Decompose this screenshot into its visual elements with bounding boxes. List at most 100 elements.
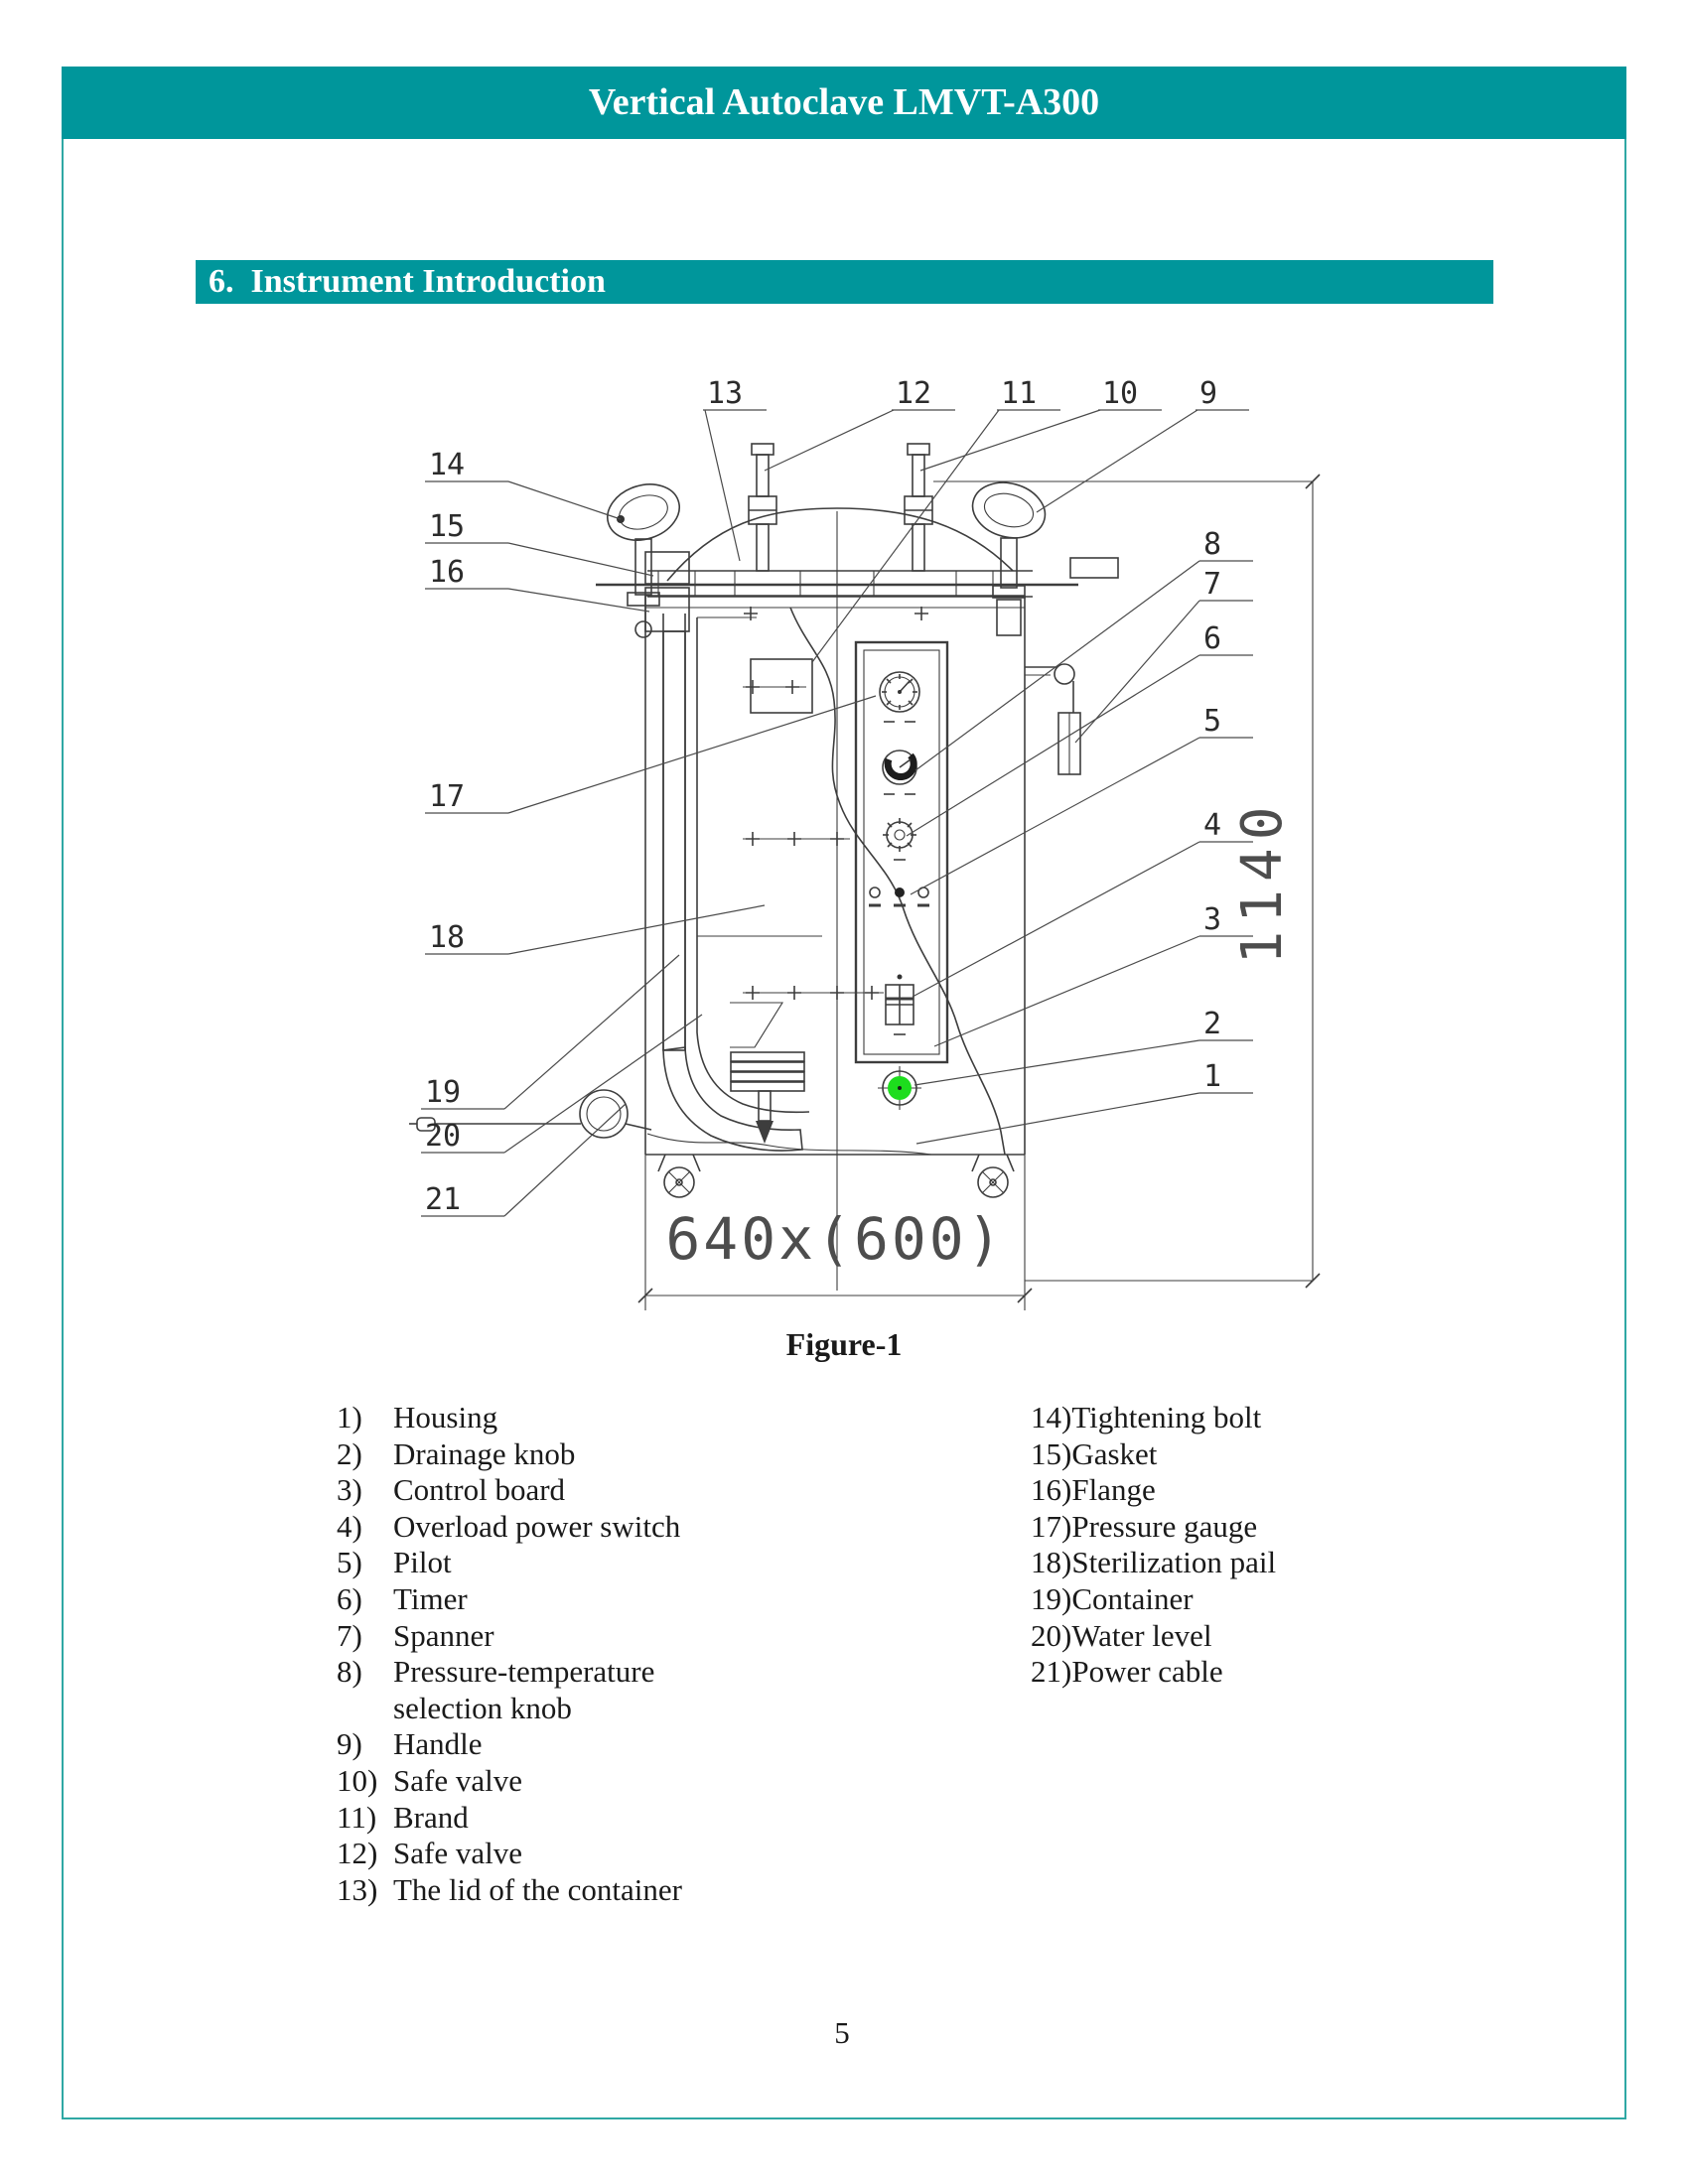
spanner xyxy=(1025,663,1081,775)
power-cable xyxy=(409,1089,652,1139)
item-number: 7) xyxy=(337,1617,370,1653)
pressure-temp-selection-knob xyxy=(882,750,917,795)
figure-caption: Figure-1 xyxy=(785,1326,903,1362)
item-label: Pilot xyxy=(393,1545,452,1580)
callout-13: 13 xyxy=(703,376,767,562)
item-number: 18) xyxy=(1031,1545,1072,1580)
item-label: Sterilization pail xyxy=(1071,1545,1277,1580)
item-label: Water level xyxy=(1071,1617,1212,1653)
item-label: Spanner xyxy=(393,1617,494,1653)
list-item: 21)Power cable xyxy=(1031,1654,1276,1691)
item-number: 10) xyxy=(337,1762,378,1798)
item-number: 14) xyxy=(1031,1400,1072,1434)
svg-text:13: 13 xyxy=(707,376,743,411)
container-wall xyxy=(644,551,803,1152)
autoclave-drawing: 1140 640x(600) xyxy=(409,376,1321,1310)
item-label: Drainage knob xyxy=(393,1435,576,1471)
callout-17: 17 xyxy=(425,695,877,814)
lid-latch xyxy=(1069,557,1119,579)
item-label: Timer xyxy=(393,1580,468,1616)
svg-text:12: 12 xyxy=(896,376,931,411)
section-header-bar: 6. Instrument Introduction xyxy=(196,260,1493,304)
item-label: Power cable xyxy=(1071,1654,1223,1690)
sterilization-pail xyxy=(696,616,884,1114)
svg-text:16: 16 xyxy=(429,555,465,590)
list-item: 4) Overload power switch xyxy=(337,1509,682,1546)
item-number: 16) xyxy=(1031,1472,1072,1508)
pressure-gauge xyxy=(879,671,920,723)
lifting-handle-right xyxy=(971,481,1047,636)
item-label: Safe valve xyxy=(393,1762,522,1798)
list-item-continuation: selection knob xyxy=(337,1691,682,1727)
lifting-handle-left xyxy=(607,483,680,638)
item-label: Control board xyxy=(393,1472,566,1508)
callout-19: 19 xyxy=(421,954,680,1110)
svg-text:21: 21 xyxy=(425,1182,461,1217)
svg-text:15: 15 xyxy=(429,509,465,544)
item-label: Safe valve xyxy=(393,1836,522,1871)
brand-plate xyxy=(750,658,813,714)
lid-assembly xyxy=(596,507,1119,598)
item-number: 5) xyxy=(337,1545,370,1580)
item-number: 15) xyxy=(1031,1435,1072,1471)
svg-text:10: 10 xyxy=(1102,376,1138,411)
item-number: 12) xyxy=(337,1836,378,1871)
caster-right xyxy=(971,1154,1015,1198)
list-item: 1) Housing xyxy=(337,1400,682,1436)
list-item: 12) Safe valve xyxy=(337,1836,682,1872)
svg-text:9: 9 xyxy=(1199,376,1217,411)
page-border xyxy=(62,67,1626,2119)
item-number: 3) xyxy=(337,1472,370,1508)
svg-text:18: 18 xyxy=(429,920,465,955)
item-number: 8) xyxy=(337,1654,370,1690)
item-label: Housing xyxy=(393,1400,498,1434)
item-number: 2) xyxy=(337,1435,370,1471)
pilot-lights xyxy=(869,887,929,907)
list-item: 7) Spanner xyxy=(337,1618,682,1655)
item-number: 13) xyxy=(337,1871,378,1907)
section-title: 6. Instrument Introduction xyxy=(209,263,606,300)
svg-text:7: 7 xyxy=(1203,567,1221,602)
parts-list-left: 1) Housing 2) Drainage knob 3) Control b… xyxy=(337,1400,682,1908)
list-item: 6) Timer xyxy=(337,1581,682,1618)
drainage-knob xyxy=(878,1066,921,1110)
svg-text:4: 4 xyxy=(1203,808,1221,843)
item-label: Pressure gauge xyxy=(1071,1508,1258,1544)
list-item: 20)Water level xyxy=(1031,1618,1276,1655)
callout-3: 3 xyxy=(933,902,1253,1047)
control-panel xyxy=(854,640,949,1064)
item-label: Handle xyxy=(393,1726,483,1762)
callout-6: 6 xyxy=(906,621,1253,837)
list-item: 13) The lid of the container xyxy=(337,1872,682,1909)
list-item: 16)Flange xyxy=(1031,1472,1276,1509)
callout-20: 20 xyxy=(421,1014,703,1154)
callout-9: 9 xyxy=(1036,376,1249,513)
svg-text:8: 8 xyxy=(1203,527,1221,562)
item-label: selection knob xyxy=(393,1690,572,1725)
list-item: 18)Sterilization pail xyxy=(1031,1545,1276,1581)
list-item: 8) Pressure-temperature xyxy=(337,1654,682,1691)
callout-5: 5 xyxy=(910,704,1253,895)
item-number: 1) xyxy=(337,1400,370,1434)
callout-14: 14 xyxy=(425,448,622,520)
item-number: 20) xyxy=(1031,1617,1072,1653)
item-label: The lid of the container xyxy=(393,1871,682,1907)
height-dimension-label: 1140 xyxy=(1230,799,1295,965)
callout-1: 1 xyxy=(915,1059,1253,1145)
cutaway-edge xyxy=(789,607,1006,1156)
page-number: 5 xyxy=(834,2015,850,2050)
svg-text:1: 1 xyxy=(1203,1059,1221,1094)
svg-text:6: 6 xyxy=(1203,621,1221,656)
svg-text:11: 11 xyxy=(1001,376,1037,411)
callout-21: 21 xyxy=(421,1103,627,1217)
svg-text:3: 3 xyxy=(1203,902,1221,937)
item-label: Flange xyxy=(1071,1472,1156,1508)
list-item: 17)Pressure gauge xyxy=(1031,1509,1276,1546)
caster-left xyxy=(657,1154,701,1198)
housing-body xyxy=(644,511,1026,1156)
callout-4: 4 xyxy=(912,808,1253,998)
list-item: 2) Drainage knob xyxy=(337,1436,682,1473)
overload-power-switch xyxy=(885,974,914,1035)
item-label: Brand xyxy=(393,1799,469,1835)
